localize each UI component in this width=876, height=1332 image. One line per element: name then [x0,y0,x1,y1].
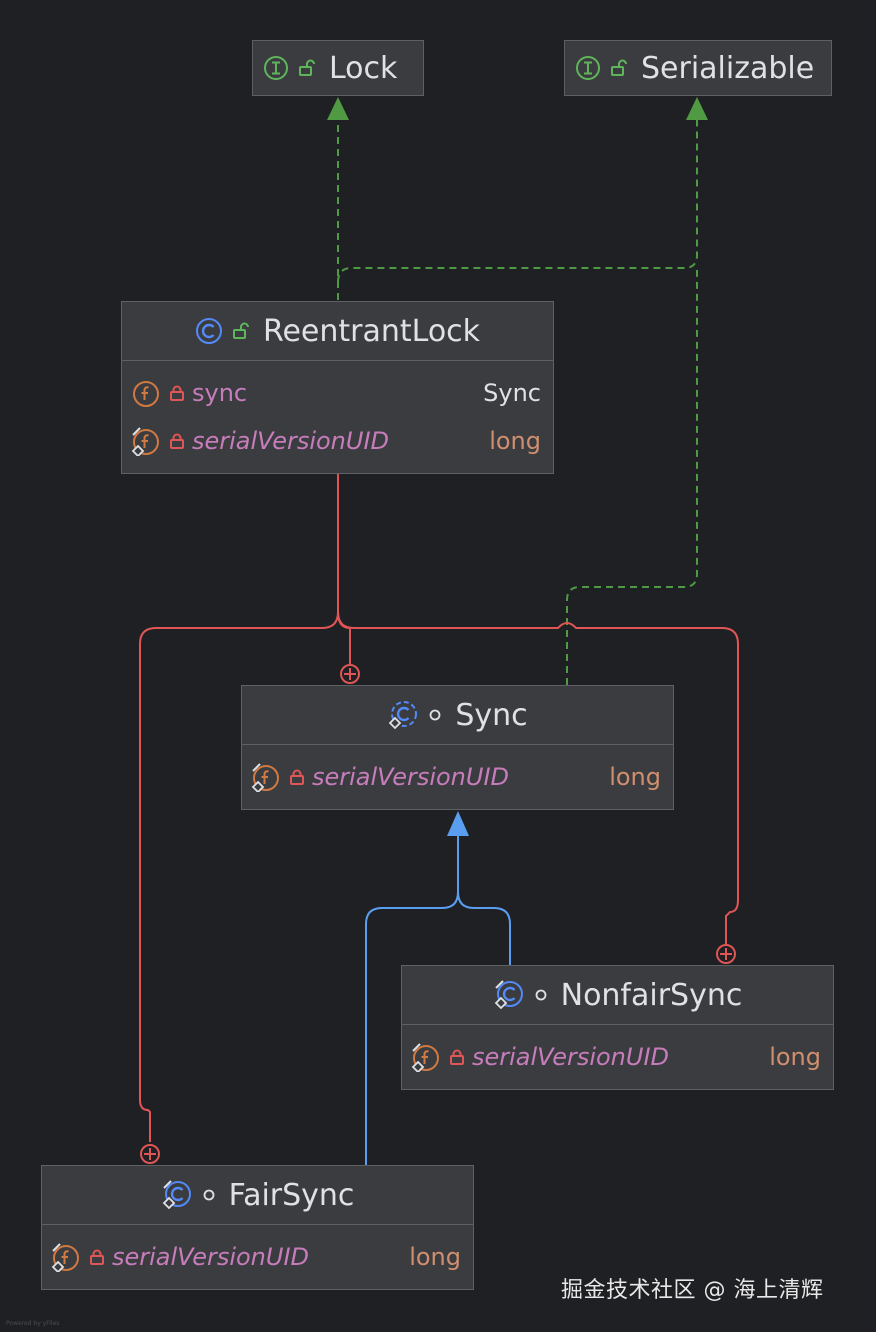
field-name: serialVersionUID [192,427,390,455]
lock-icon [170,385,184,401]
field-row[interactable]: sync Sync [122,369,553,417]
node-reentrantlock[interactable]: ReentrantLock sync Sync serialVersionUID… [121,301,554,474]
edge-arrow-sync [447,811,469,836]
static-field-icon [250,762,280,792]
abstract-class-icon [387,699,419,731]
static-field-icon [130,426,160,456]
lock-icon [90,1249,104,1265]
field-type: long [769,1043,821,1071]
edge-inner-main [139,474,339,1142]
node-serializable-name: Serializable [641,50,815,86]
unlocked-icon [232,322,249,340]
node-fairsync-name: FairSync [228,1177,355,1213]
static-field-icon [410,1042,440,1072]
class-icon [161,1179,193,1211]
class-icon [195,317,223,345]
node-serializable[interactable]: Serializable [564,40,832,96]
field-row[interactable]: serialVersionUID long [402,1033,833,1081]
field-type: long [489,427,541,455]
node-nonfairsync-name: NonfairSync [560,977,743,1013]
node-reentrantlock-header: ReentrantLock [122,302,553,361]
edge-arrow-serializable [686,97,708,120]
watermark: 掘金技术社区 @ 海上清辉 [561,1278,824,1303]
edge-arrow-lock [327,97,349,120]
field-row[interactable]: serialVersionUID long [42,1233,473,1281]
lock-icon [290,769,304,785]
inner-marker-fair [140,1144,160,1164]
class-icon [493,979,525,1011]
unlocked-icon [299,59,315,77]
static-field-icon [50,1242,80,1272]
edge-reentrantlock-implements-serializable [337,120,698,283]
field-type: long [609,763,661,791]
edge-nonfairsync-extends-sync [457,891,511,965]
field-name: sync [192,379,248,407]
field-type: long [409,1243,461,1271]
circle-icon [535,989,547,1001]
node-sync-name: Sync [455,697,528,733]
field-name: serialVersionUID [472,1043,670,1071]
node-fairsync[interactable]: FairSync serialVersionUID long [41,1165,474,1290]
node-lock-name: Lock [329,50,398,86]
field-row[interactable]: serialVersionUID long [122,417,553,465]
node-lock[interactable]: Lock [252,40,424,96]
node-fairsync-header: FairSync [42,1166,473,1225]
inner-marker-sync [340,664,360,684]
footer-tiny-text: Powered by yFiles [6,1320,60,1327]
inner-marker-nonfair [716,944,736,964]
node-nonfairsync-header: NonfairSync [402,966,833,1025]
edge-fairsync-extends-sync [365,836,459,1165]
field-icon [130,378,160,408]
circle-icon [203,1189,215,1201]
interface-icon [263,55,289,81]
node-serializable-header: Serializable [565,41,831,95]
field-name: serialVersionUID [112,1243,310,1271]
edge-inner-nonfair [337,611,739,944]
node-nonfairsync[interactable]: NonfairSync serialVersionUID long [401,965,834,1090]
field-row[interactable]: serialVersionUID long [242,753,673,801]
field-name: serialVersionUID [312,763,510,791]
node-sync[interactable]: Sync serialVersionUID long [241,685,674,810]
interface-icon [575,55,601,81]
field-type: Sync [483,379,541,407]
lock-icon [170,433,184,449]
lock-icon [450,1049,464,1065]
circle-icon [429,709,441,721]
node-sync-header: Sync [242,686,673,745]
unlocked-icon [611,59,627,77]
node-lock-header: Lock [253,41,423,95]
node-reentrantlock-name: ReentrantLock [262,313,481,349]
edge-sync-implements-serializable [566,270,698,685]
